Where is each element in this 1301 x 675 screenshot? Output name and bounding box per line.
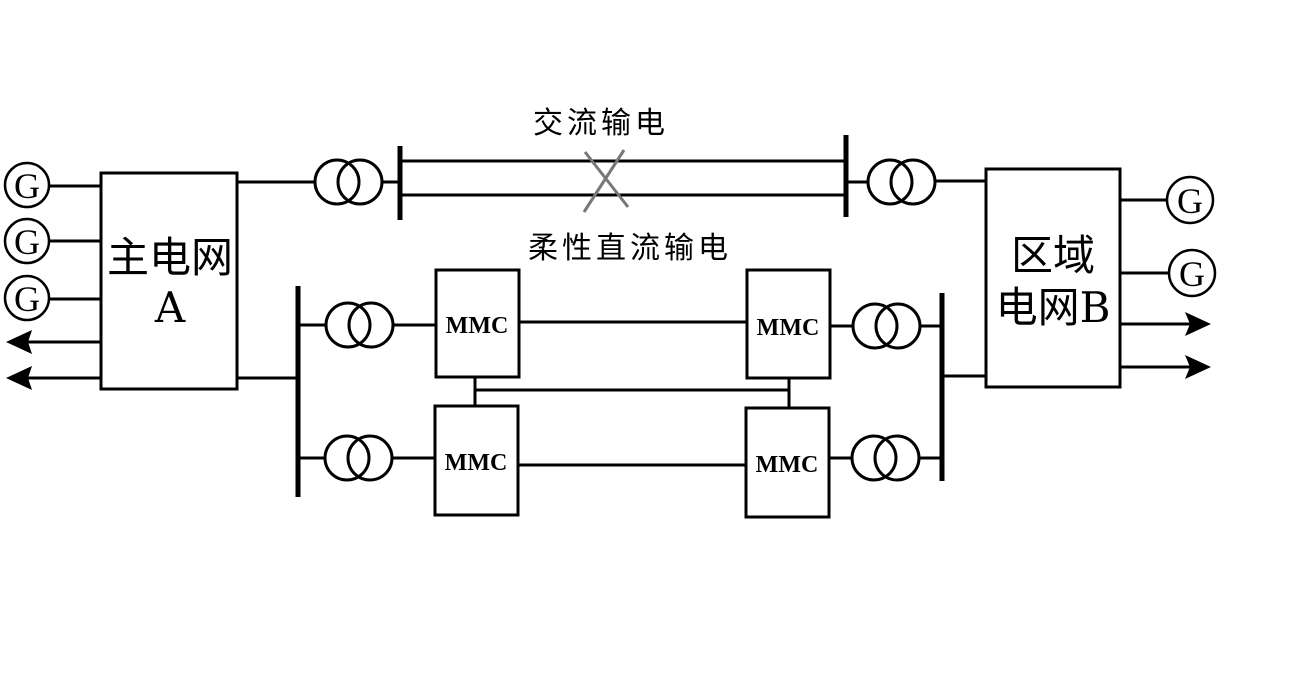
generator-icon <box>3 274 51 322</box>
mmc-left-bottom[interactable]: MMC <box>433 404 520 517</box>
regional-grid-label-line2: 电网B <box>996 283 1111 332</box>
main-grid-label-line1: 主电网 <box>107 233 233 282</box>
mmc-label: MMC <box>757 315 820 341</box>
generator-label: G <box>1179 254 1205 294</box>
generator-icon <box>1167 248 1217 298</box>
mmc-label: MMC <box>446 313 509 339</box>
generator-label: G <box>14 279 40 319</box>
transformer-icon <box>323 434 394 482</box>
transformer-icon <box>313 158 384 206</box>
mmc-left-top[interactable]: MMC <box>434 268 521 379</box>
ac-transmission-path <box>237 135 987 220</box>
regional-grid-box[interactable] <box>984 167 1122 389</box>
generator-label: G <box>14 166 40 206</box>
transformer-icon <box>866 158 937 206</box>
regional-grid-label-line1: 区域 <box>1011 231 1095 280</box>
generator-label: G <box>14 222 40 262</box>
main-grid-label-line2: A <box>154 283 186 332</box>
main-grid-load-arrow-2 <box>6 366 101 390</box>
dc-lines <box>473 320 791 467</box>
arrow-right-icon <box>1185 312 1211 336</box>
transformer-icon <box>324 301 395 349</box>
regional-grid-generator-1[interactable]: G <box>1120 175 1215 225</box>
main-grid-a: 主电网 A <box>99 171 239 391</box>
main-grid-generator-3[interactable]: G <box>3 274 101 322</box>
main-grid-box[interactable] <box>99 171 239 391</box>
generator-icon <box>1165 175 1215 225</box>
generator-label: G <box>1177 181 1203 221</box>
regional-grid-generator-2[interactable]: G <box>1120 248 1217 298</box>
hvdc-right-side <box>829 293 987 482</box>
mmc-right-bottom[interactable]: MMC <box>744 406 831 519</box>
arrow-right-icon <box>1185 355 1211 379</box>
arrow-left-icon <box>6 366 32 390</box>
main-grid-generator-2[interactable]: G <box>3 217 101 265</box>
disconnect-cross-icon <box>582 149 630 213</box>
regional-grid-load-arrow-1 <box>1120 312 1211 336</box>
mmc-label: MMC <box>445 450 508 476</box>
mmc-label: MMC <box>756 452 819 478</box>
hvdc-left-side <box>237 286 436 497</box>
vsc-hvdc-label: 柔性直流输电 <box>528 231 732 266</box>
main-grid-load-arrow-1 <box>6 330 101 354</box>
mmc-right-top[interactable]: MMC <box>745 268 832 380</box>
regional-grid-load-arrow-2 <box>1120 355 1211 379</box>
transformer-icon <box>850 434 921 482</box>
ac-transmission-label: 交流输电 <box>533 106 669 141</box>
arrow-left-icon <box>6 330 32 354</box>
regional-grid-b: 区域 电网B <box>984 167 1122 389</box>
transformer-icon <box>851 302 922 350</box>
main-grid-generator-1[interactable]: G <box>3 161 101 209</box>
generator-icon <box>3 161 51 209</box>
generator-icon <box>3 217 51 265</box>
